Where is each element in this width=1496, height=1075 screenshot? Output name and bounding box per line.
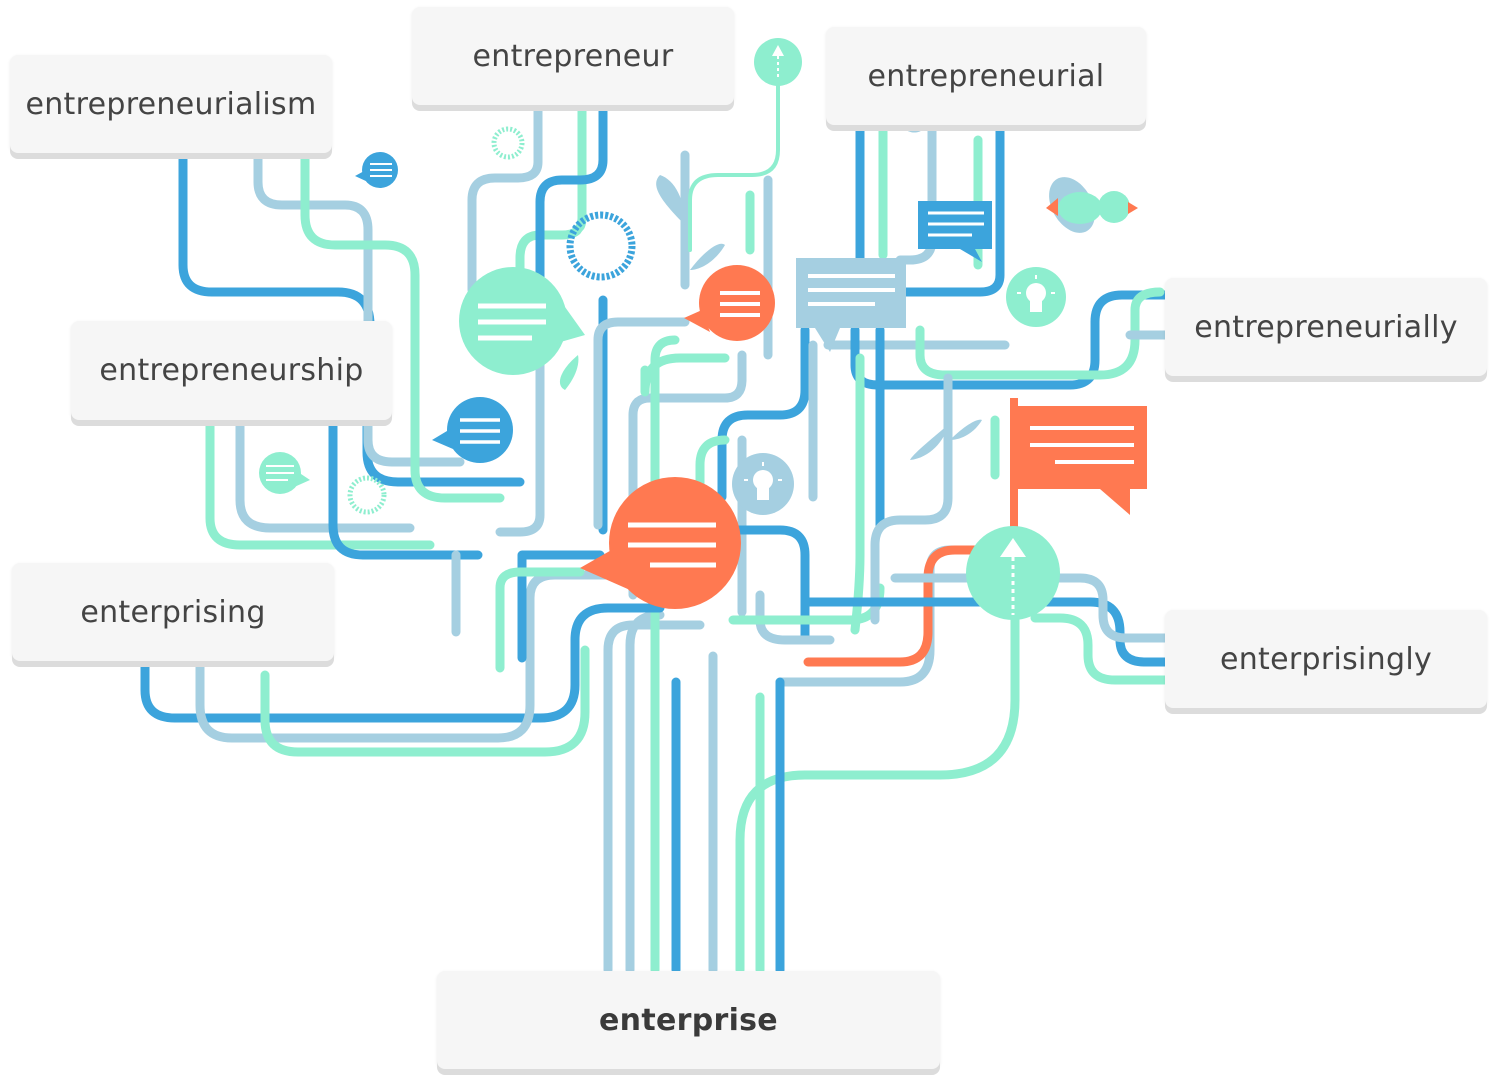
word-node-enterprisingly: enterprisingly	[1165, 610, 1487, 708]
speech-bubble-icon	[796, 258, 906, 352]
lines-enterprisingly	[803, 573, 1170, 685]
gear-icon	[491, 126, 525, 160]
speech-bubble-icon	[580, 477, 741, 609]
speech-bubble-icon	[918, 201, 992, 262]
speech-bubble-icon	[355, 152, 398, 188]
trunk-lines	[603, 545, 1020, 975]
up-arrow-icon	[754, 38, 802, 86]
lines-entrepreneur	[467, 105, 608, 673]
lines-top-arrow	[688, 73, 780, 252]
word-node-entrepreneurial: entrepreneurial	[826, 27, 1146, 125]
word-node-entrepreneur: entrepreneur	[412, 7, 734, 105]
word-node-entrepreneurship: entrepreneurship	[71, 321, 392, 420]
word-node-entrepreneurialism: entrepreneurialism	[10, 55, 332, 153]
leaf-icon	[559, 120, 982, 460]
bird-icon	[1046, 177, 1138, 233]
gear-icon	[566, 211, 636, 281]
lightbulb-icon	[732, 453, 794, 515]
word-node-entrepreneurially: entrepreneurially	[1165, 278, 1487, 376]
speech-bubble-icon	[459, 267, 585, 375]
flag-icon	[1010, 398, 1147, 538]
word-node-enterprising: enterprising	[12, 563, 334, 661]
speech-bubble-icon	[259, 452, 310, 494]
speech-bubble-icon	[684, 265, 775, 341]
lines-entrepreneurialism	[178, 153, 505, 503]
root-word-node: enterprise	[437, 971, 940, 1069]
lines-enterprising	[140, 570, 665, 757]
speech-bubble-icon	[432, 397, 513, 463]
lightbulb-icon	[1006, 267, 1066, 327]
gear-icon	[347, 475, 387, 515]
up-arrow-icon	[966, 526, 1060, 620]
